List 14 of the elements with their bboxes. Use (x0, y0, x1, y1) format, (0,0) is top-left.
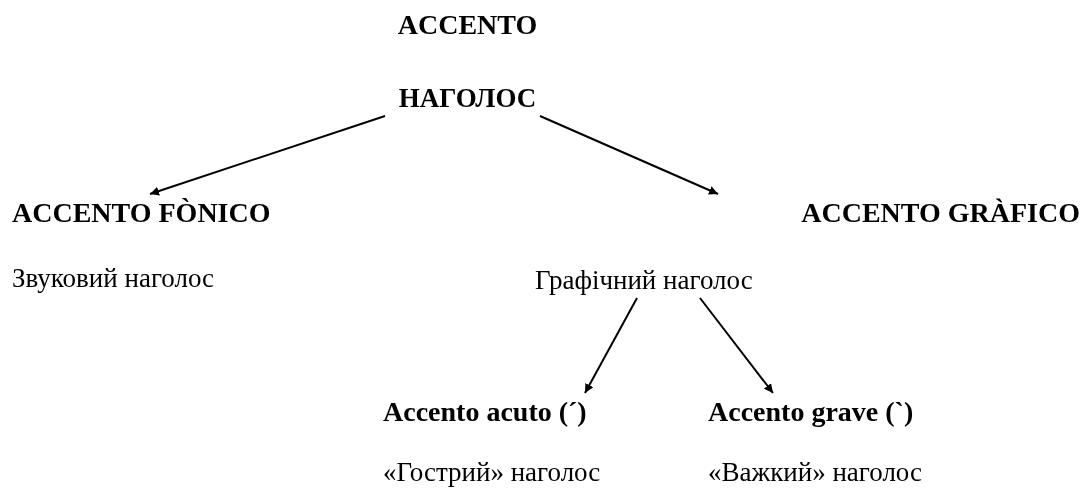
arrow (539, 115, 719, 195)
arrow (149, 115, 386, 196)
heading: ACCENTO (397, 8, 538, 42)
heading: ACCENTO FÒNICO (12, 196, 271, 230)
translation-text: Графічний наголос (535, 263, 753, 296)
heading: НАГОЛОС (398, 81, 537, 114)
translation-text: «Гострий» наголос (383, 455, 601, 488)
heading: Accento acuto (´) (383, 395, 587, 429)
translation-text: Звуковий наголос (12, 261, 215, 294)
heading: Accento grave (`) (708, 395, 914, 429)
arrow (584, 297, 638, 394)
arrow (699, 297, 774, 394)
heading: ACCENTO GRÀFICO (801, 196, 1080, 230)
translation-text: «Важкий» наголос (708, 455, 923, 488)
